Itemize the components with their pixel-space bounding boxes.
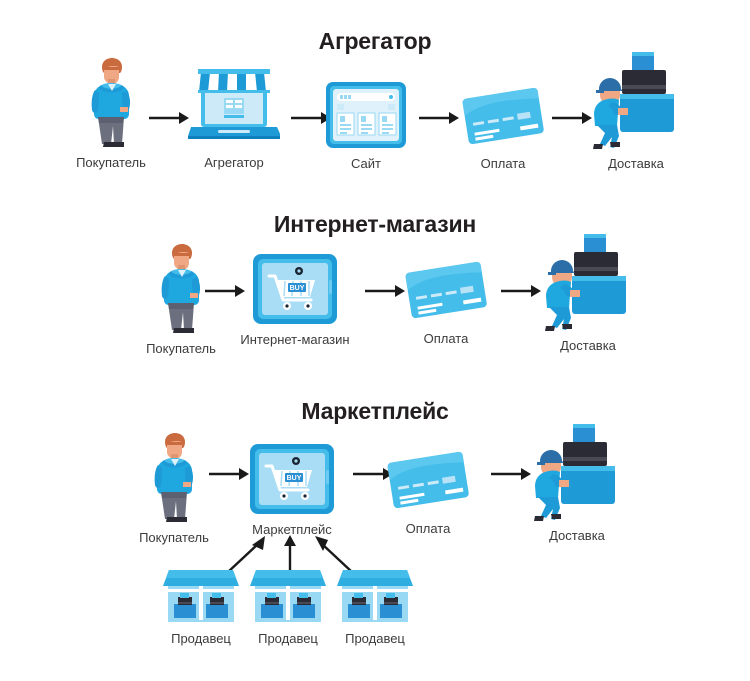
credit-card-icon [455,80,551,150]
tablet-cart-icon: BUY [251,252,339,326]
flow-arrow [208,466,250,482]
node-label: Продавец [171,631,231,646]
courier-icon [588,52,684,150]
node-buyer-marketplace: Покупатель [133,432,215,545]
node-seller-1: Продавец [163,568,239,646]
node-label: Интернет-магазин [240,332,350,347]
tablet-browser-icon [324,80,408,150]
node-label: Сайт [351,156,381,171]
flow-arrow [352,466,394,482]
node-site: Сайт [324,80,408,171]
courier-icon [529,424,625,522]
shop-icon [250,568,326,625]
node-seller-3: Продавец [337,568,413,646]
node-label: Маркетплейс [252,522,332,537]
node-label: Продавец [345,631,405,646]
node-marketplace: BUY Маркетплейс [246,442,338,537]
node-delivery-online-store: Доставка [538,234,638,353]
svg-text:BUY: BUY [287,475,302,482]
node-label: Продавец [258,631,318,646]
shop-icon [163,568,239,625]
flow-arrow [500,283,542,299]
node-aggregator: Агрегатор [188,62,280,170]
node-buyer-aggregator: Покупатель [70,57,152,170]
node-label: Доставка [549,528,605,543]
credit-card-icon [380,443,476,515]
courier-icon [540,234,636,332]
flow-arrow [364,283,406,299]
flow-arrow [490,466,532,482]
shop-icon [337,568,413,625]
node-label: Оплата [480,156,526,171]
section-title-online-store: Интернет-магазин [273,211,477,237]
seller-arrow-right [313,533,355,575]
node-payment-aggregator: Оплата [455,80,551,171]
tablet-cart-icon: BUY [248,442,336,516]
node-label: Покупатель [146,341,216,356]
credit-card-icon [398,253,494,325]
section-title-marketplace: Маркетплейс [301,398,449,424]
node-online-store: BUY Интернет-магазин [240,252,350,347]
person-icon [147,432,201,524]
node-label: Доставка [560,338,616,353]
node-delivery-marketplace: Доставка [527,424,627,543]
flow-arrow [148,110,190,126]
node-label: Агрегатор [204,155,264,170]
person-icon [84,57,138,149]
section-title-aggregator: Агрегатор [318,28,432,54]
seller-arrow-center [282,533,298,575]
node-payment-online-store: Оплата [398,253,494,346]
svg-text:BUY: BUY [290,285,305,292]
node-label: Оплата [423,331,469,346]
node-delivery-aggregator: Доставка [588,52,684,171]
node-label: Покупатель [76,155,146,170]
node-label: Доставка [608,156,664,171]
seller-arrow-left [225,533,267,575]
node-payment-marketplace: Оплата [380,443,476,536]
node-label: Покупатель [139,530,209,545]
person-icon [154,243,208,335]
flow-arrow [551,110,593,126]
flow-arrow [204,283,246,299]
node-label: Оплата [405,521,451,536]
node-seller-2: Продавец [250,568,326,646]
laptop-storefront-icon [188,62,280,149]
flow-arrow [418,110,460,126]
node-buyer-online-store: Покупатель [140,243,222,356]
